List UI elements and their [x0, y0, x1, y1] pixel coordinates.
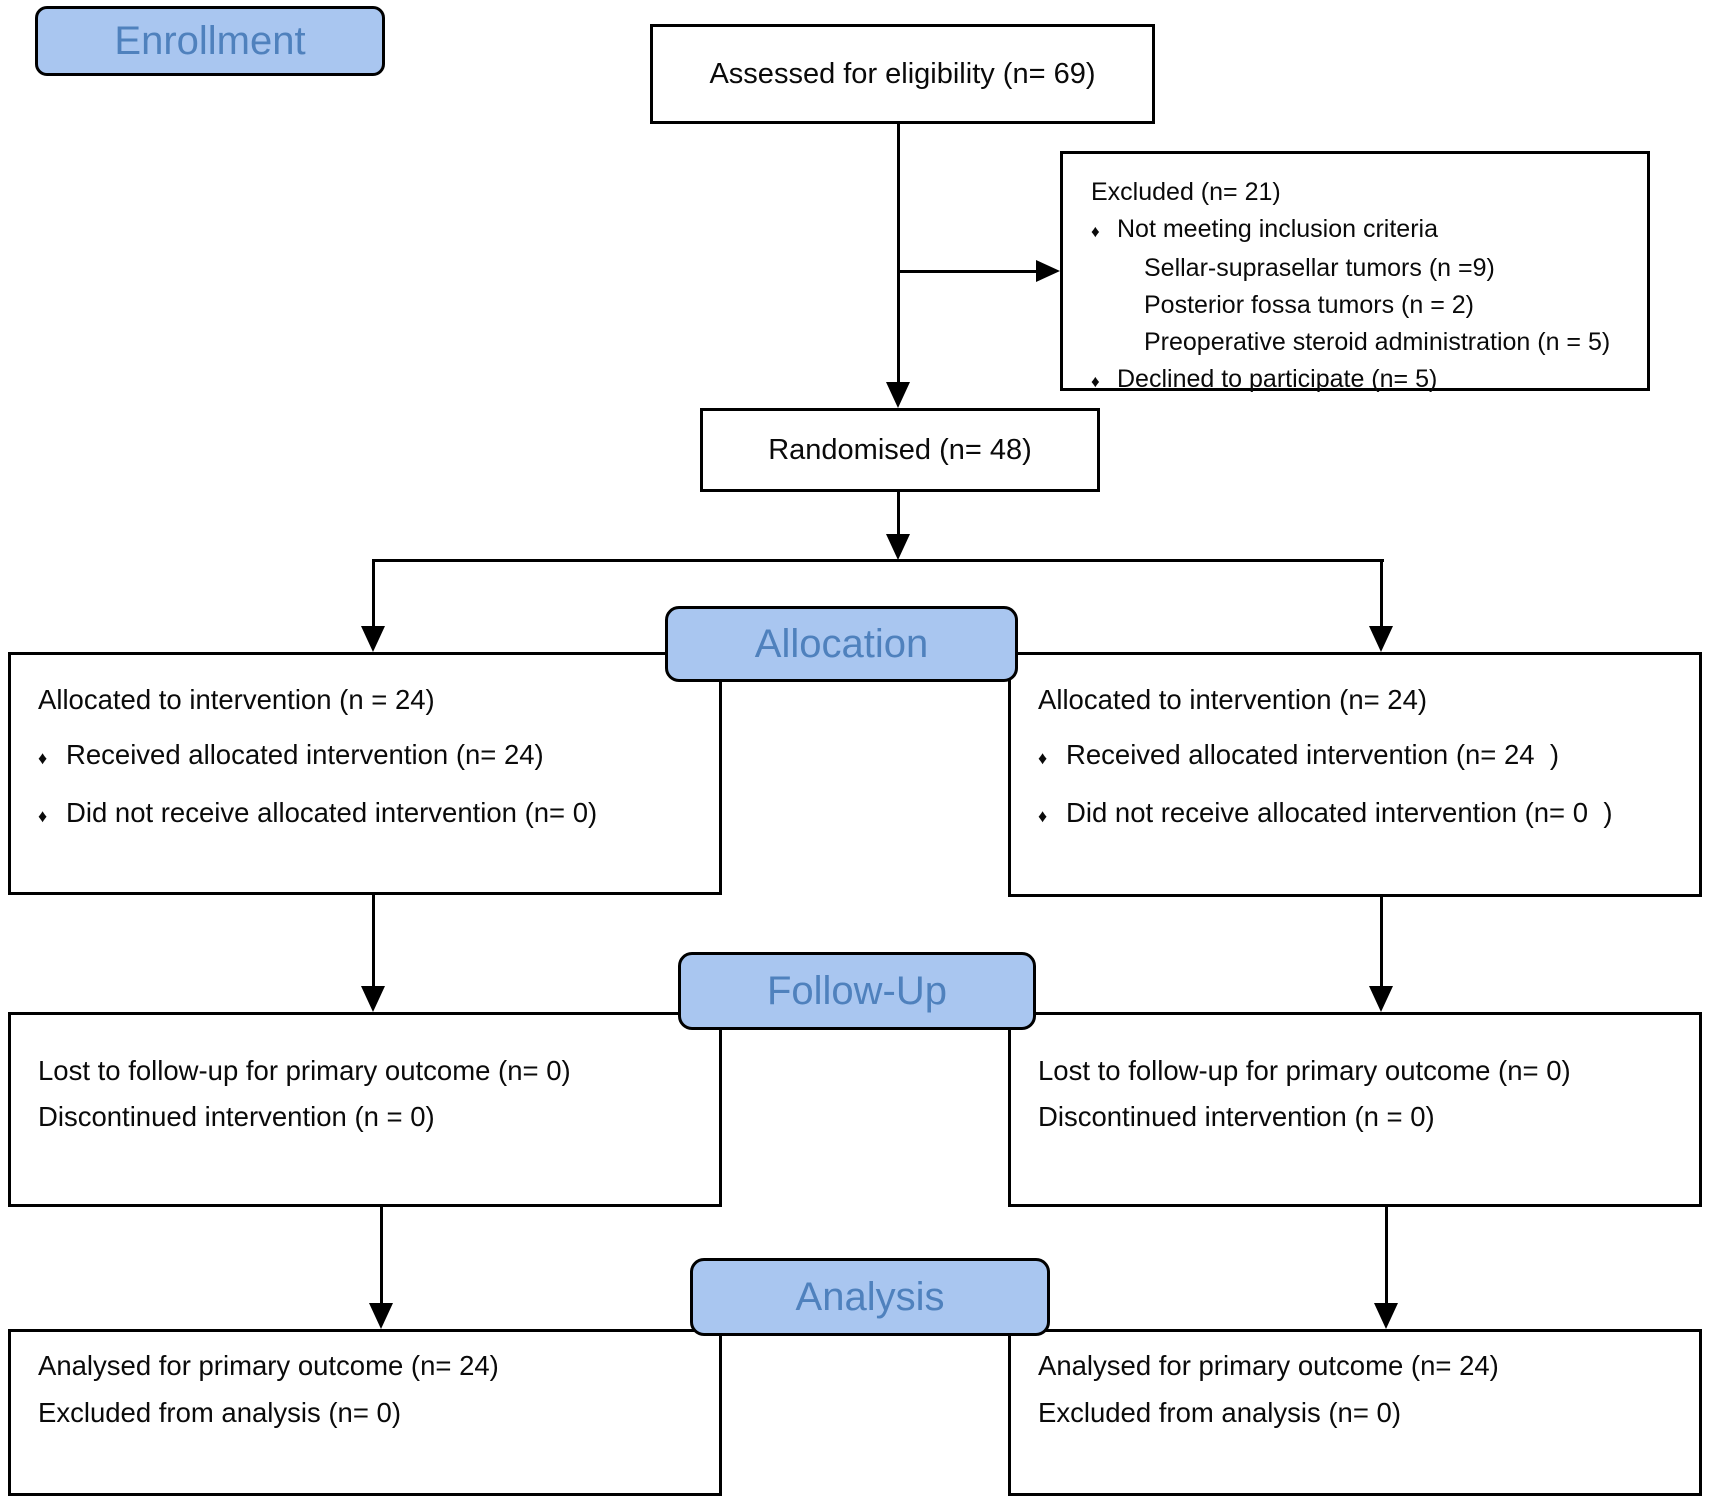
assessed-eligibility-text: Assessed for eligibility (n= 69) — [709, 57, 1096, 90]
connector-split-line — [372, 559, 1384, 562]
box-analysis-left: Analysed for primary outcome (n= 24) Exc… — [8, 1329, 722, 1496]
enrollment-label-text: Enrollment — [114, 18, 306, 63]
followup-label-text: Follow-Up — [766, 968, 948, 1013]
diamond-bullet-icon: ♦ — [38, 748, 48, 768]
stage-label-allocation: Allocation — [665, 606, 1018, 682]
allocation-right-bullet-row: ♦ Received allocated intervention (n= 24… — [1038, 736, 1689, 777]
box-analysis-right: Analysed for primary outcome (n= 24) Exc… — [1008, 1329, 1702, 1496]
allocation-right-bullet-row: ♦ Did not receive allocated intervention… — [1038, 794, 1689, 835]
box-allocation-right: Allocated to intervention (n= 24) ♦ Rece… — [1008, 652, 1702, 897]
stage-label-followup: Follow-Up — [678, 952, 1036, 1030]
connector-fu-to-an-right — [1385, 1207, 1388, 1305]
connector-alloc-to-fu-right — [1380, 897, 1383, 988]
followup-left-line: Discontinued intervention (n = 0) — [38, 1101, 435, 1132]
arrow-down-icon — [1369, 626, 1393, 652]
analysis-left-line: Analysed for primary outcome (n= 24) — [38, 1350, 499, 1381]
excluded-bullet-text: Declined to participate (n= 5) — [1117, 365, 1438, 393]
analysis-right-line: Excluded from analysis (n= 0) — [1038, 1397, 1402, 1428]
excluded-sub-item: Posterior fossa tumors (n = 2) — [1144, 291, 1474, 319]
allocation-left-bullet-row: ♦ Received allocated intervention (n= 24… — [38, 736, 709, 777]
arrow-down-icon — [369, 1303, 393, 1329]
allocation-left-bullet-text: Received allocated intervention (n= 24) — [66, 739, 544, 770]
box-randomised: Randomised (n= 48) — [700, 408, 1100, 492]
allocation-right-bullet-text: Received allocated intervention (n= 24 ) — [1066, 739, 1559, 770]
analysis-left-line: Excluded from analysis (n= 0) — [38, 1397, 402, 1428]
allocation-left-title: Allocated to intervention (n = 24) — [38, 684, 435, 715]
randomised-text: Randomised (n= 48) — [768, 433, 1032, 466]
excluded-title: Excluded (n= 21) — [1091, 178, 1281, 206]
analysis-right-line: Analysed for primary outcome (n= 24) — [1038, 1350, 1499, 1381]
followup-right-line: Discontinued intervention (n = 0) — [1038, 1101, 1435, 1132]
followup-right-line: Lost to follow-up for primary outcome (n… — [1038, 1055, 1571, 1086]
excluded-bullet-row: ♦ Declined to participate (n= 5) — [1091, 361, 1637, 400]
diamond-bullet-icon: ♦ — [1038, 748, 1048, 768]
arrow-right-icon — [1036, 260, 1060, 282]
arrow-down-icon — [1369, 986, 1393, 1012]
excluded-bullet-row: ♦ Not meeting inclusion criteria — [1091, 211, 1637, 250]
connector-split-to-alloc-left — [372, 559, 375, 628]
diamond-bullet-icon: ♦ — [1091, 222, 1100, 241]
arrow-down-icon — [361, 986, 385, 1012]
arrow-down-icon — [361, 626, 385, 652]
box-excluded: Excluded (n= 21) ♦ Not meeting inclusion… — [1060, 151, 1650, 393]
box-assessed-eligibility: Assessed for eligibility (n= 69) — [650, 24, 1155, 124]
allocation-right-bullet-text: Did not receive allocated intervention (… — [1066, 797, 1613, 828]
arrow-down-icon — [886, 534, 910, 560]
followup-left-line: Lost to follow-up for primary outcome (n… — [38, 1055, 571, 1086]
excluded-sub-item: Preoperative steroid administration (n =… — [1144, 328, 1611, 356]
box-followup-left: Lost to follow-up for primary outcome (n… — [8, 1012, 722, 1207]
stage-label-enrollment: Enrollment — [35, 6, 385, 76]
arrow-down-icon — [1374, 1303, 1398, 1329]
box-allocation-left: Allocated to intervention (n = 24) ♦ Rec… — [8, 652, 722, 895]
allocation-left-bullet-text: Did not receive allocated intervention (… — [66, 797, 598, 828]
diamond-bullet-icon: ♦ — [1038, 806, 1048, 826]
excluded-bullet-text: Not meeting inclusion criteria — [1117, 215, 1438, 243]
connector-assessed-to-randomised — [897, 124, 900, 382]
box-followup-right: Lost to follow-up for primary outcome (n… — [1008, 1012, 1702, 1207]
arrow-down-icon — [886, 382, 910, 408]
connector-randomised-to-split — [897, 492, 900, 536]
connector-split-to-alloc-right — [1380, 559, 1383, 628]
allocation-label-text: Allocation — [754, 621, 929, 666]
diamond-bullet-icon: ♦ — [38, 806, 48, 826]
connector-fu-to-an-left — [380, 1207, 383, 1305]
connector-alloc-to-fu-left — [372, 895, 375, 988]
connector-to-excluded — [897, 270, 1038, 273]
diamond-bullet-icon: ♦ — [1091, 372, 1100, 391]
excluded-sub-item: Sellar-suprasellar tumors (n =9) — [1144, 254, 1495, 282]
allocation-left-bullet-row: ♦ Did not receive allocated intervention… — [38, 794, 709, 835]
analysis-label-text: Analysis — [795, 1274, 945, 1319]
allocation-right-title: Allocated to intervention (n= 24) — [1038, 684, 1428, 715]
stage-label-analysis: Analysis — [690, 1258, 1050, 1336]
